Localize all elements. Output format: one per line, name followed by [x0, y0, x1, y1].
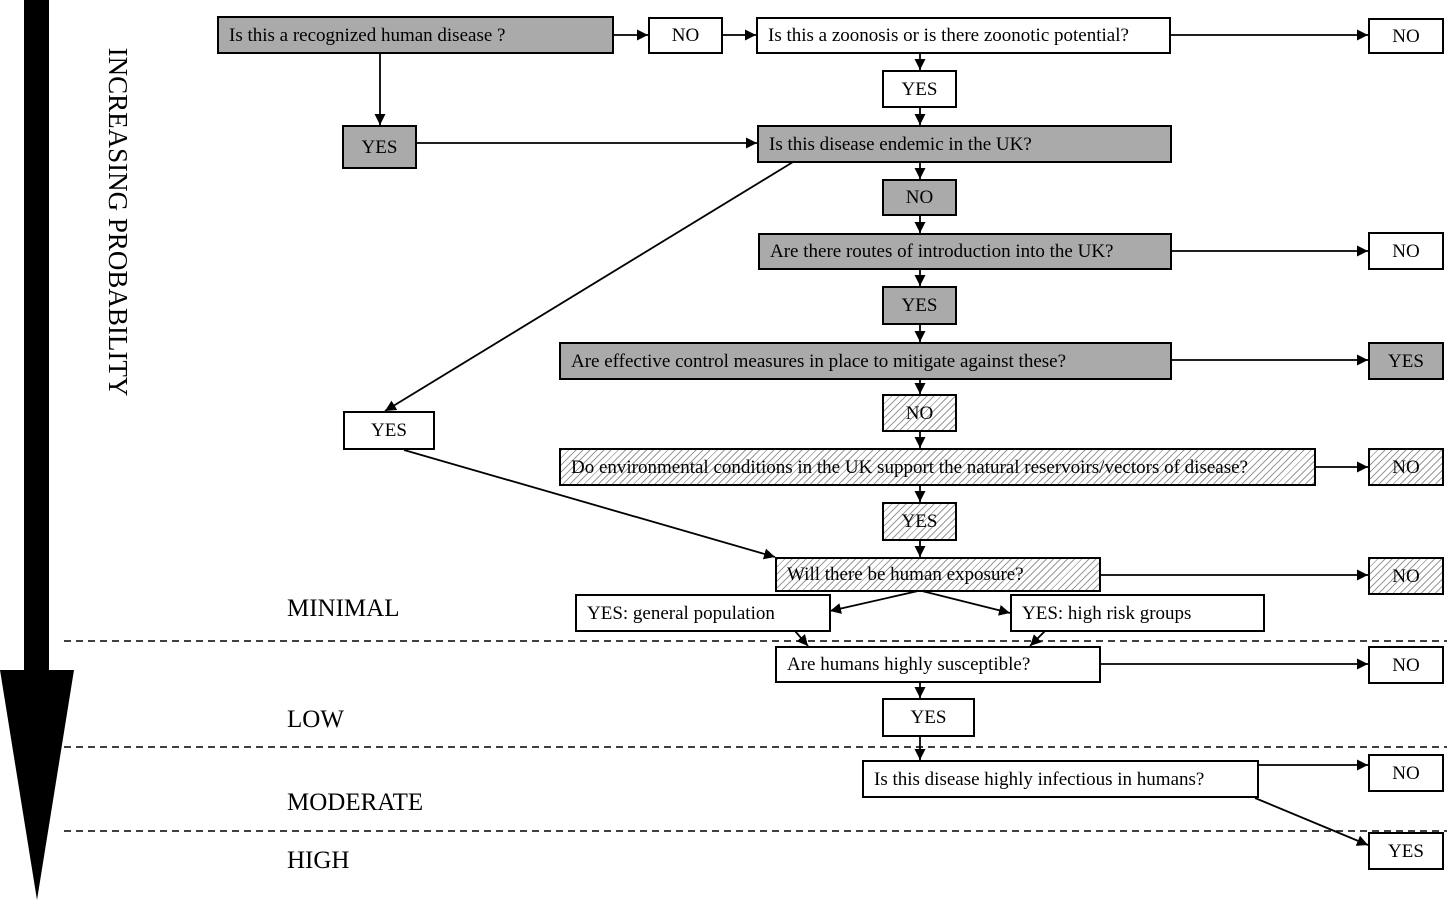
- answer-no-zoonosis: NO: [1368, 18, 1444, 54]
- answer-yes-zoonosis: YES: [882, 70, 957, 108]
- answer-yes-control: YES: [1368, 342, 1444, 380]
- answer-yes-high-risk-groups: YES: high risk groups: [1010, 594, 1265, 632]
- answer-no-recognized: NO: [648, 17, 723, 54]
- answer-no-routes: NO: [1368, 232, 1444, 270]
- level-high: HIGH: [287, 847, 350, 874]
- question-highly-infectious: Is this disease highly infectious in hum…: [862, 760, 1259, 798]
- answer-no-infectious: NO: [1368, 754, 1444, 792]
- answer-no-exposure: NO: [1368, 557, 1444, 595]
- answer-yes-infectious: YES: [1368, 832, 1444, 870]
- level-low: LOW: [287, 706, 344, 733]
- answer-yes-routes: YES: [882, 286, 957, 325]
- answer-yes-susceptible: YES: [882, 698, 975, 737]
- question-control-measures: Are effective control measures in place …: [559, 342, 1172, 380]
- answer-no-susceptible: NO: [1368, 646, 1444, 684]
- answer-yes-endemic: YES: [343, 411, 435, 450]
- question-humans-susceptible: Are humans highly susceptible?: [775, 646, 1101, 683]
- answer-no-control: NO: [882, 394, 957, 432]
- answer-no-endemic: NO: [882, 179, 957, 216]
- probability-arrow: [0, 0, 74, 900]
- connectors: [374, 29, 1369, 846]
- level-separators: [64, 640, 1447, 832]
- answer-yes-environment: YES: [882, 502, 957, 541]
- question-routes-introduction: Are there routes of introduction into th…: [758, 233, 1172, 270]
- level-minimal: MINIMAL: [287, 595, 400, 622]
- level-moderate: MODERATE: [287, 789, 424, 816]
- question-endemic-uk: Is this disease endemic in the UK?: [757, 125, 1172, 163]
- answer-yes-general-population: YES: general population: [575, 594, 831, 632]
- question-zoonosis: Is this a zoonosis or is there zoonotic …: [756, 17, 1171, 54]
- answer-yes-recognized: YES: [342, 125, 417, 169]
- question-human-exposure: Will there be human exposure?: [775, 557, 1101, 592]
- answer-no-environment: NO: [1368, 448, 1444, 486]
- question-recognized-human-disease: Is this a recognized human disease ?: [217, 16, 614, 54]
- question-environmental-conditions: Do environmental conditions in the UK su…: [559, 448, 1316, 486]
